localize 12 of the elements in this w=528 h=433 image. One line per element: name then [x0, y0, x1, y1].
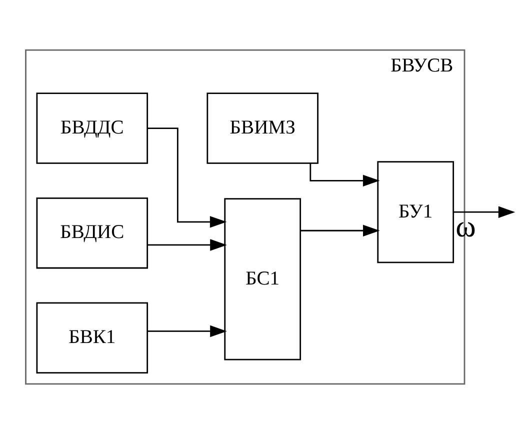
node-box: БВДДС	[36, 92, 148, 164]
node-box: БВК1	[36, 302, 148, 373]
arrow	[309, 163, 380, 186]
node-box: БС1	[224, 198, 301, 360]
node-box: БВДИС	[36, 196, 148, 268]
arrow	[146, 324, 226, 337]
arrow	[146, 238, 226, 250]
arrow	[147, 127, 226, 228]
arrow	[300, 224, 380, 236]
node-box: БУ1	[376, 160, 454, 263]
node-box: БВИМЗ	[206, 92, 318, 164]
arrow	[452, 206, 515, 218]
